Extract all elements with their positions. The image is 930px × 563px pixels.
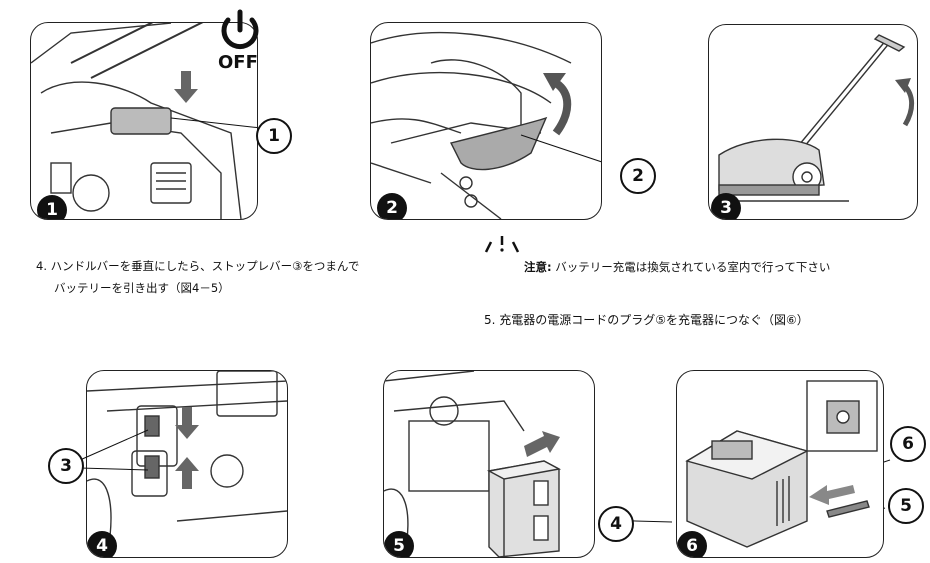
step-badge-1: 1 bbox=[37, 195, 67, 219]
figure-panel-3: 3 bbox=[708, 24, 918, 220]
figure-panel-2: 2 bbox=[370, 22, 602, 220]
caution-label: 注意: bbox=[524, 260, 552, 274]
callout-3: 3 bbox=[48, 448, 84, 484]
step-badge-3: 3 bbox=[711, 193, 741, 219]
handle-lock-illustration bbox=[31, 23, 257, 219]
callout-5: 5 bbox=[888, 488, 924, 524]
step-badge-2: 2 bbox=[377, 193, 407, 219]
stop-lever-illustration bbox=[87, 371, 287, 557]
caution-note: 注意: バッテリー充電は換気されている室内で行って下さい bbox=[524, 256, 830, 278]
figure-panel-6: 6 bbox=[676, 370, 884, 558]
step4-instruction-line1: 4. ハンドルバーを垂直にしたら、ストップレバー③をつまんで bbox=[36, 259, 360, 273]
caution-text: バッテリー充電は換気されている室内で行って下さい bbox=[551, 260, 831, 274]
step-badge-5: 5 bbox=[384, 531, 414, 557]
arrow-left-icon bbox=[809, 485, 855, 505]
power-off-label: OFF bbox=[218, 52, 258, 73]
battery-removal-illustration bbox=[384, 371, 562, 557]
callout-2: 2 bbox=[620, 158, 656, 194]
warning-icon bbox=[484, 234, 520, 254]
charger-illustration bbox=[685, 380, 878, 548]
figure-panel-1: 1 bbox=[30, 22, 258, 220]
step4-instruction-line2: バッテリーを引き出す（図4－5） bbox=[54, 281, 230, 295]
callout-4: 4 bbox=[598, 506, 634, 542]
lever-illustration bbox=[371, 31, 572, 219]
callout-1: 1 bbox=[256, 118, 292, 154]
callout-6: 6 bbox=[890, 426, 926, 462]
figure-panel-4: 4 bbox=[86, 370, 288, 558]
arrow-down-icon bbox=[175, 407, 199, 439]
step-badge-4: 4 bbox=[87, 531, 117, 557]
arrow-right-icon bbox=[524, 431, 560, 457]
power-icon bbox=[214, 6, 268, 70]
step-badge-6: 6 bbox=[677, 531, 707, 557]
upright-machine-illustration bbox=[714, 34, 915, 202]
step5-instruction: 5. 充電器の電源コードのプラグ⑤を充電器につなぐ（図⑥） bbox=[484, 313, 809, 327]
curved-arrow-icon bbox=[895, 78, 915, 127]
figure-panel-5: 5 bbox=[383, 370, 595, 558]
arrow-up-icon bbox=[175, 457, 199, 489]
